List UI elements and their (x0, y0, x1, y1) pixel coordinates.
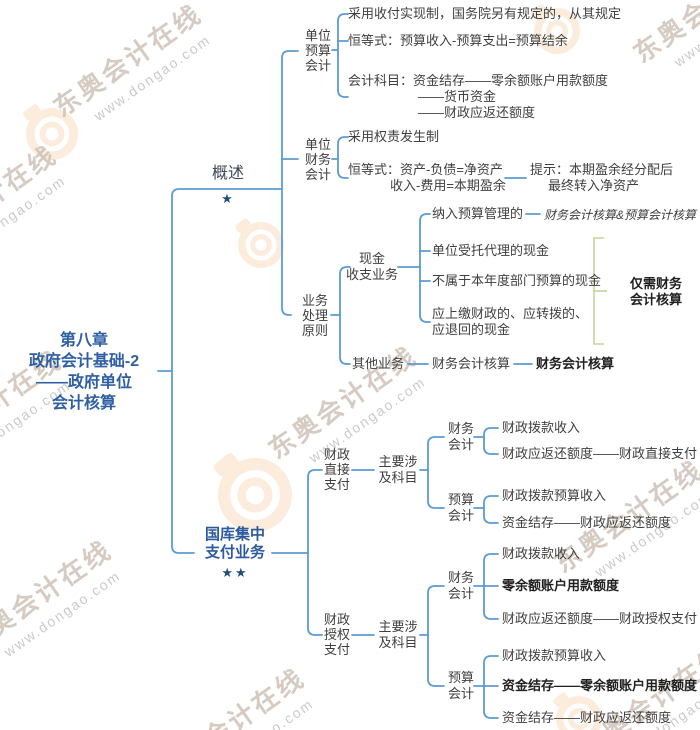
leaf-direct-budget-item1: 财政拨款预算收入 (502, 488, 607, 503)
leaf-auth-budget-item2: 资金结存——零余额账户用款额度 (502, 678, 698, 693)
leaf-hint-line1: 提示：本期盈余经分配后 (530, 162, 674, 177)
leaf-auth-budget-item1: 财政拨款预算收入 (502, 648, 607, 663)
leaf-other-step2: 财务会计核算 (536, 356, 615, 371)
branch-overview-label: 概述 (211, 165, 244, 182)
leaf-finance-equation-line2: 收入-费用=本期盈余 (390, 178, 506, 193)
leaf-other-step1: 财务会计核算 (432, 356, 511, 371)
node-direct-finance-accounting: 财务 会计 (448, 421, 475, 452)
leaf-auth-finance-item1: 财政拨款收入 (502, 546, 581, 561)
leaf-in-budget-result: 财务会计核算&预算会计核算 (544, 208, 697, 222)
leaf-payable-cash-line1: 应上缴财政的、应转拨的、 (432, 306, 589, 321)
tree-connectors (157, 13, 607, 719)
leaf-direct-finance-item2: 财政应返还额度——财政直接支付 (502, 446, 698, 461)
leaf-not-current-year-cash: 不属于本年度部门预算的现金 (432, 273, 602, 288)
node-auth-payment: 财政 授权 支付 (324, 612, 351, 657)
node-direct-budget-accounting: 预算 会计 (448, 492, 475, 523)
leaf-hint-line2: 最终转入净资产 (548, 178, 640, 193)
node-cash-business: 现金 收支业务 (346, 251, 399, 282)
leaf-auth-budget-item3: 资金结存——财政应返还额度 (502, 710, 672, 725)
node-auth-budget-accounting: 预算 会计 (448, 670, 475, 701)
leaf-budget-subjects-main: 会计科目：资金结存——零余额账户用款额度 (348, 73, 609, 88)
leaf-budget-subjects-sub2: ——财政应返还额度 (418, 105, 536, 120)
leaf-cash-basis: 采用收付实现制，国务院另有规定的，从其规定 (348, 6, 622, 21)
node-other-business: 其他业务 (352, 356, 405, 371)
node-unit-budget-accounting: 单位 预算 会计 (304, 28, 331, 73)
leaf-in-budget-cash: 纳入预算管理的 (432, 206, 524, 221)
leaf-budget-subjects-sub1: ——货币资金 (418, 89, 497, 104)
leaf-budget-equation: 恒等式：预算收入-预算支出=预算结余 (348, 33, 568, 48)
leaf-auth-finance-item3: 财政应返还额度——财政授权支付 (502, 611, 698, 626)
node-direct-payment: 财政 直接 支付 (324, 447, 351, 492)
node-unit-finance-accounting: 单位 财务 会计 (304, 137, 331, 182)
leaf-accrual-basis: 采用权责发生制 (348, 129, 440, 144)
leaf-direct-finance-item1: 财政拨款收入 (502, 420, 581, 435)
note-only-finance-accounting: 仅需财务 会计核算 (629, 276, 682, 307)
leaf-finance-equation-line1: 恒等式：资产-负债=净资产 (348, 162, 503, 177)
node-auth-finance-accounting: 财务 会计 (448, 570, 475, 601)
leaf-auth-finance-item2: 零余额账户用款额度 (502, 578, 620, 593)
leaf-direct-budget-item2: 资金结存——财政应返还额度 (502, 515, 672, 530)
root-title: 第八章 政府会计基础-2 ——政府单位 会计核算 (28, 332, 140, 412)
leaf-payable-cash-line2: 应退回的现金 (432, 322, 511, 337)
branch-treasury-label: 国库集中 支付业务 (204, 526, 265, 561)
node-business-principle: 业务 处理 原则 (301, 293, 328, 338)
branch-overview-stars: ★ (221, 191, 235, 206)
leaf-entrusted-cash: 单位受托代理的现金 (432, 243, 550, 258)
node-auth-subjects: 主要涉 及科目 (378, 619, 418, 650)
node-direct-subjects: 主要涉 及科目 (378, 454, 418, 485)
branch-treasury-stars: ★★ (221, 565, 249, 580)
